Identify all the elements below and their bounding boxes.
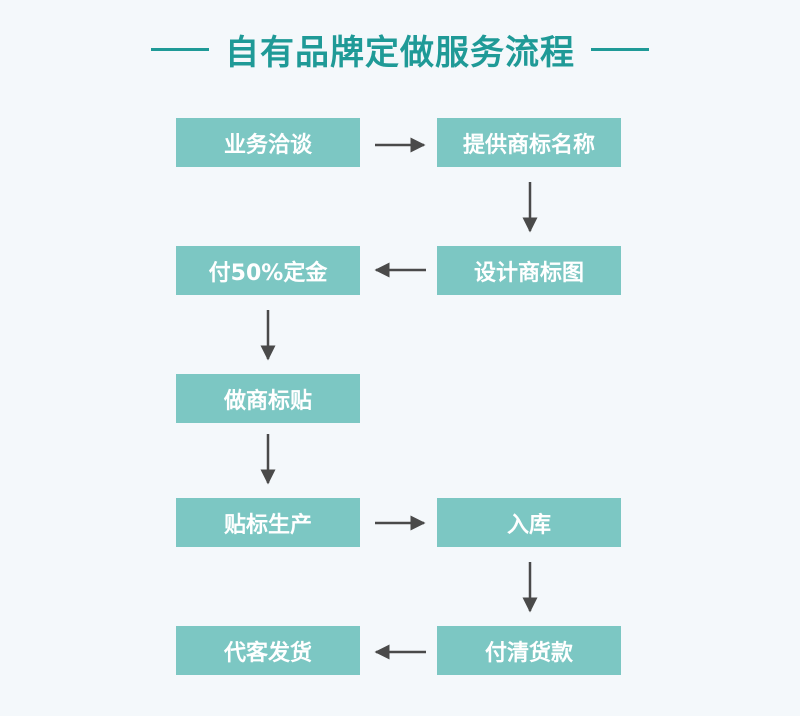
title-bar: 自有品牌定做服务流程 bbox=[0, 24, 800, 74]
step-shipping: 代客发货 bbox=[176, 626, 360, 675]
step-final-payment: 付清货款 bbox=[437, 626, 621, 675]
step-deposit-payment: 付50%定金 bbox=[176, 246, 360, 295]
title-line-right bbox=[591, 47, 649, 51]
title-line-left bbox=[151, 47, 209, 51]
step-business-negotiation: 业务洽谈 bbox=[176, 118, 360, 167]
step-label-production: 贴标生产 bbox=[176, 498, 360, 547]
step-make-labels: 做商标贴 bbox=[176, 374, 360, 423]
step-warehousing: 入库 bbox=[437, 498, 621, 547]
step-design-logo: 设计商标图 bbox=[437, 246, 621, 295]
step-provide-brand-name: 提供商标名称 bbox=[437, 118, 621, 167]
page-title: 自有品牌定做服务流程 bbox=[225, 32, 575, 73]
